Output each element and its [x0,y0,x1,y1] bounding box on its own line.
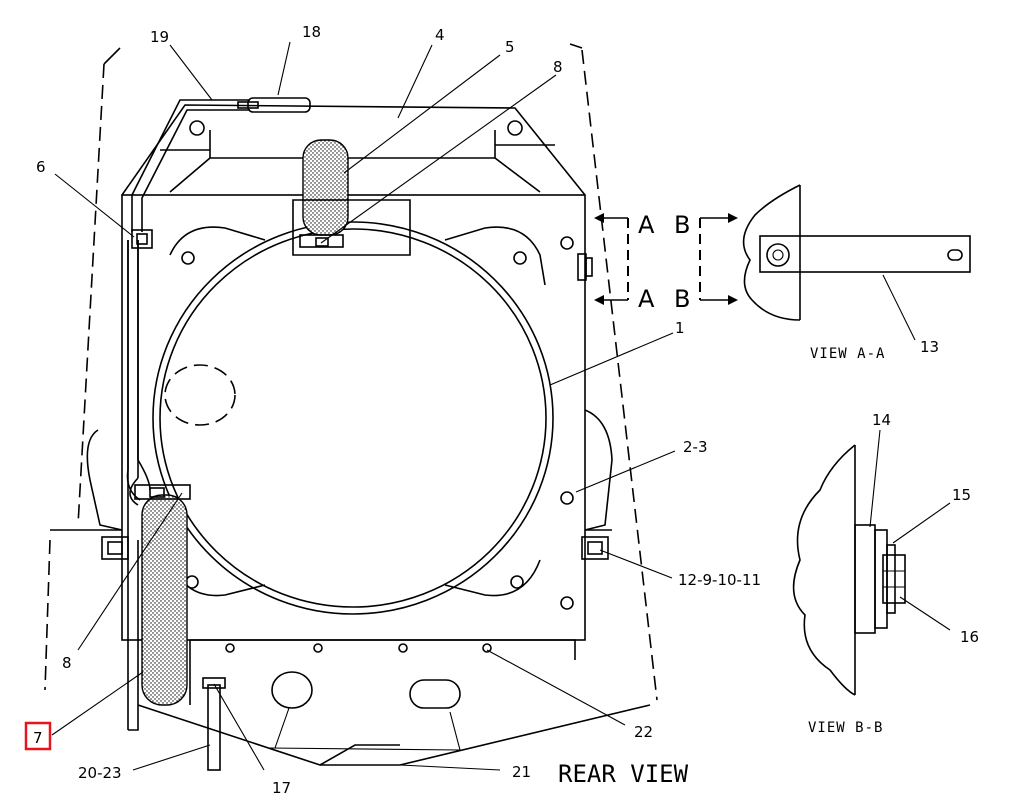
leader-lines [51,41,951,771]
section-b-bottom: B [674,285,690,313]
callout-19: 19 [150,28,169,46]
callout-1: 1 [675,319,685,337]
callout-6: 6 [36,158,46,176]
callout-22: 22 [634,723,653,741]
callout-8-bottom: 8 [62,654,72,672]
callout-labels: 1 2-3 4 5 6 7 8 8 12-9-10-11 13 14 15 16… [24,23,979,797]
callout-21: 21 [512,763,531,781]
main-assembly [44,43,658,771]
callout-7: 7 [33,729,43,747]
callout-18: 18 [302,23,321,41]
callout-15: 15 [952,486,971,504]
callout-20-23: 20-23 [78,764,122,782]
view-bb-detail: VIEW B-B [792,444,906,736]
callout-17: 17 [272,779,291,797]
highlight-box-7 [24,721,52,751]
callout-13: 13 [920,338,939,356]
callout-8-top: 8 [553,58,563,76]
callout-4: 4 [435,26,445,44]
rear-view-title: REAR VIEW [558,760,689,788]
callout-14: 14 [872,411,891,429]
section-b-top: B [674,211,690,239]
callout-16: 16 [960,628,979,646]
view-aa-label: VIEW A-A [810,346,885,362]
section-marks: A A B B [594,211,738,313]
callout-12-9-10-11: 12-9-10-11 [678,571,761,589]
callout-5: 5 [505,38,515,56]
view-bb-label: VIEW B-B [808,720,883,736]
section-a-top: A [638,211,655,239]
view-aa-detail: VIEW A-A [742,184,971,362]
section-a-bottom: A [638,285,655,313]
callout-2-3: 2-3 [683,438,708,456]
